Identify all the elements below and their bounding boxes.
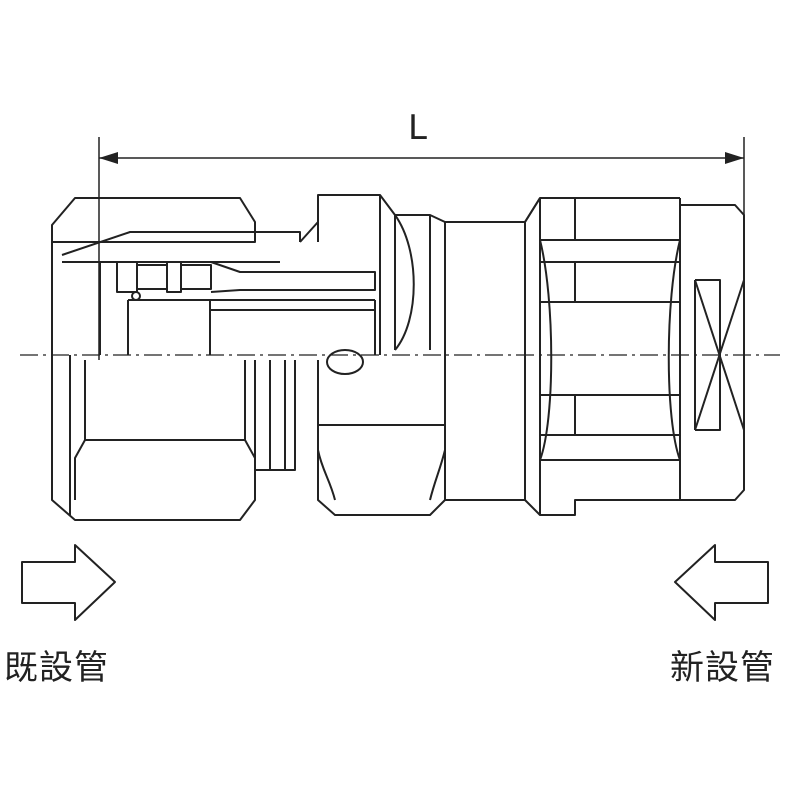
dimension-label: L [408, 108, 427, 148]
threaded-spigot [254, 360, 296, 500]
right-threaded-end [680, 204, 745, 501]
arrow-left-icon [674, 544, 769, 621]
arrow-right-icon [21, 544, 116, 621]
right-nut [524, 197, 681, 516]
new-pipe-label: 新設管 [670, 648, 775, 688]
existing-pipe-label: 既設管 [4, 648, 109, 688]
dimension-line [98, 137, 745, 360]
left-nut [51, 197, 376, 521]
